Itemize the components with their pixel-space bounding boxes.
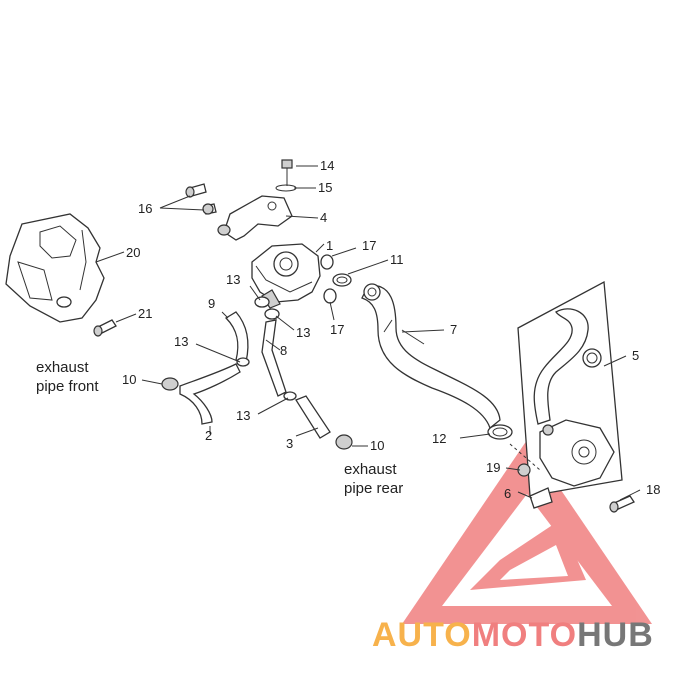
part-5-valve-housing: [539, 419, 615, 487]
callout-8: 8: [280, 343, 287, 358]
leader-lines: [95, 165, 641, 501]
callout-7: 7: [450, 322, 457, 337]
watermark-hub: HUB: [577, 616, 654, 654]
callout-5: 5: [632, 348, 639, 363]
assembly-guide-line: [509, 443, 541, 471]
callout-2: 2: [205, 428, 212, 443]
watermark-auto: AUTO: [372, 616, 472, 654]
part-15-o-ring: [275, 184, 297, 192]
note-rear-line2: pipe rear: [344, 480, 404, 497]
part-17-nuts: [320, 254, 337, 304]
part-20-heat-shield: [5, 213, 105, 323]
callout-12: 12: [432, 431, 446, 446]
part-4-bracket: [217, 195, 293, 241]
callout-13-a: 13: [226, 272, 240, 287]
part-3-hose: [295, 395, 331, 439]
watermark-triangle: [402, 440, 652, 624]
callout-17-bottom: 17: [330, 322, 344, 337]
callout-1: 1: [326, 238, 333, 253]
callout-numbers: 14 15 4 16 1 17 11 17 20 21 7 5 12 19 6 …: [122, 158, 660, 501]
note-front-line1: exhaust: [36, 359, 89, 376]
callout-20: 20: [126, 245, 140, 260]
watermark-text: AUTOMOTOHUB: [372, 616, 654, 655]
callout-14: 14: [320, 158, 334, 173]
part-7-hose: [361, 283, 501, 430]
callout-18: 18: [646, 482, 660, 497]
note-exhaust-pipe-front: exhaust pipe front: [36, 358, 99, 396]
part-2-hose: [179, 363, 241, 425]
part-12-clamp: [487, 424, 513, 440]
part-21-bolt: [93, 319, 117, 337]
callout-15: 15: [318, 180, 332, 195]
callout-17-top: 17: [362, 238, 376, 253]
callout-6: 6: [504, 486, 511, 501]
callout-13-c: 13: [174, 334, 188, 349]
callout-11: 11: [390, 252, 404, 267]
callout-4: 4: [320, 210, 327, 225]
part-16-bolts: [185, 183, 217, 215]
part-8-hose: [261, 319, 287, 397]
callout-10-rear: 10: [370, 438, 384, 453]
note-rear-line1: exhaust: [344, 461, 397, 478]
callout-10-front: 10: [122, 372, 136, 387]
note-exhaust-pipe-rear: exhaust pipe rear: [344, 460, 403, 498]
callout-9: 9: [208, 296, 215, 311]
part-11-clamp: [332, 273, 352, 287]
note-front-line2: pipe front: [36, 378, 99, 395]
callout-19: 19: [486, 460, 500, 475]
part-1-valve-body: [251, 243, 321, 309]
callout-21: 21: [138, 306, 152, 321]
callout-16: 16: [138, 201, 152, 216]
callout-13-d: 13: [236, 408, 250, 423]
callout-13-b: 13: [296, 325, 310, 340]
part-6-clip: [529, 487, 553, 509]
part-9-hose: [224, 311, 249, 363]
watermark-moto: MOTO: [471, 616, 578, 654]
part-18-bolt: [609, 495, 635, 513]
callout-3: 3: [286, 436, 293, 451]
part-10-nuts: [161, 377, 353, 450]
part-14-bolt: [281, 159, 293, 186]
